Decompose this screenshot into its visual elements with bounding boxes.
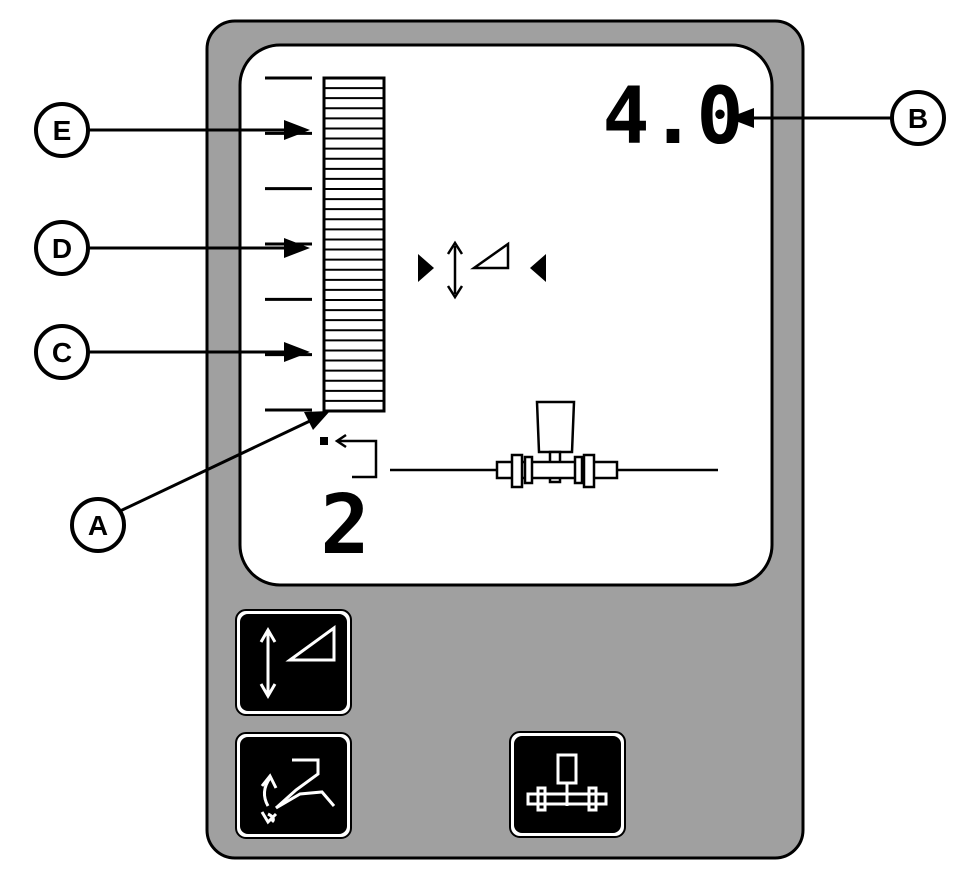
right-pointer-icon — [530, 254, 546, 282]
callout-label-a: A — [88, 510, 108, 541]
hitch-select-button-icon — [526, 753, 608, 812]
lift-wedge-button-icon — [259, 625, 336, 699]
callout-a: A — [70, 411, 330, 553]
hitch-drawbar-icon — [390, 400, 718, 489]
bar-graph-frame — [322, 76, 386, 413]
lift-mode-button[interactable] — [235, 609, 352, 716]
callout-d: D — [34, 220, 310, 276]
callout-e: E — [34, 102, 310, 158]
value-readout: 4.0 — [603, 72, 744, 162]
return-arrow-icon — [320, 433, 378, 479]
callout-label-e: E — [53, 115, 72, 146]
hitch-linkage-button-icon — [260, 758, 336, 825]
hitch-select-button[interactable] — [509, 731, 626, 838]
left-pointer-icon — [418, 254, 434, 282]
gear-number: 2 — [320, 478, 369, 573]
bar-graph — [322, 76, 386, 413]
hitch-linkage-button[interactable] — [235, 732, 352, 839]
callout-label-d: D — [52, 233, 72, 264]
callout-label-c: C — [52, 337, 72, 368]
callout-c: C — [34, 324, 310, 380]
lift-arrows-wedge-icon — [418, 240, 546, 300]
scale-tick-marks — [265, 76, 312, 412]
callout-label-b: B — [908, 103, 928, 134]
callout-b: B — [728, 90, 946, 146]
